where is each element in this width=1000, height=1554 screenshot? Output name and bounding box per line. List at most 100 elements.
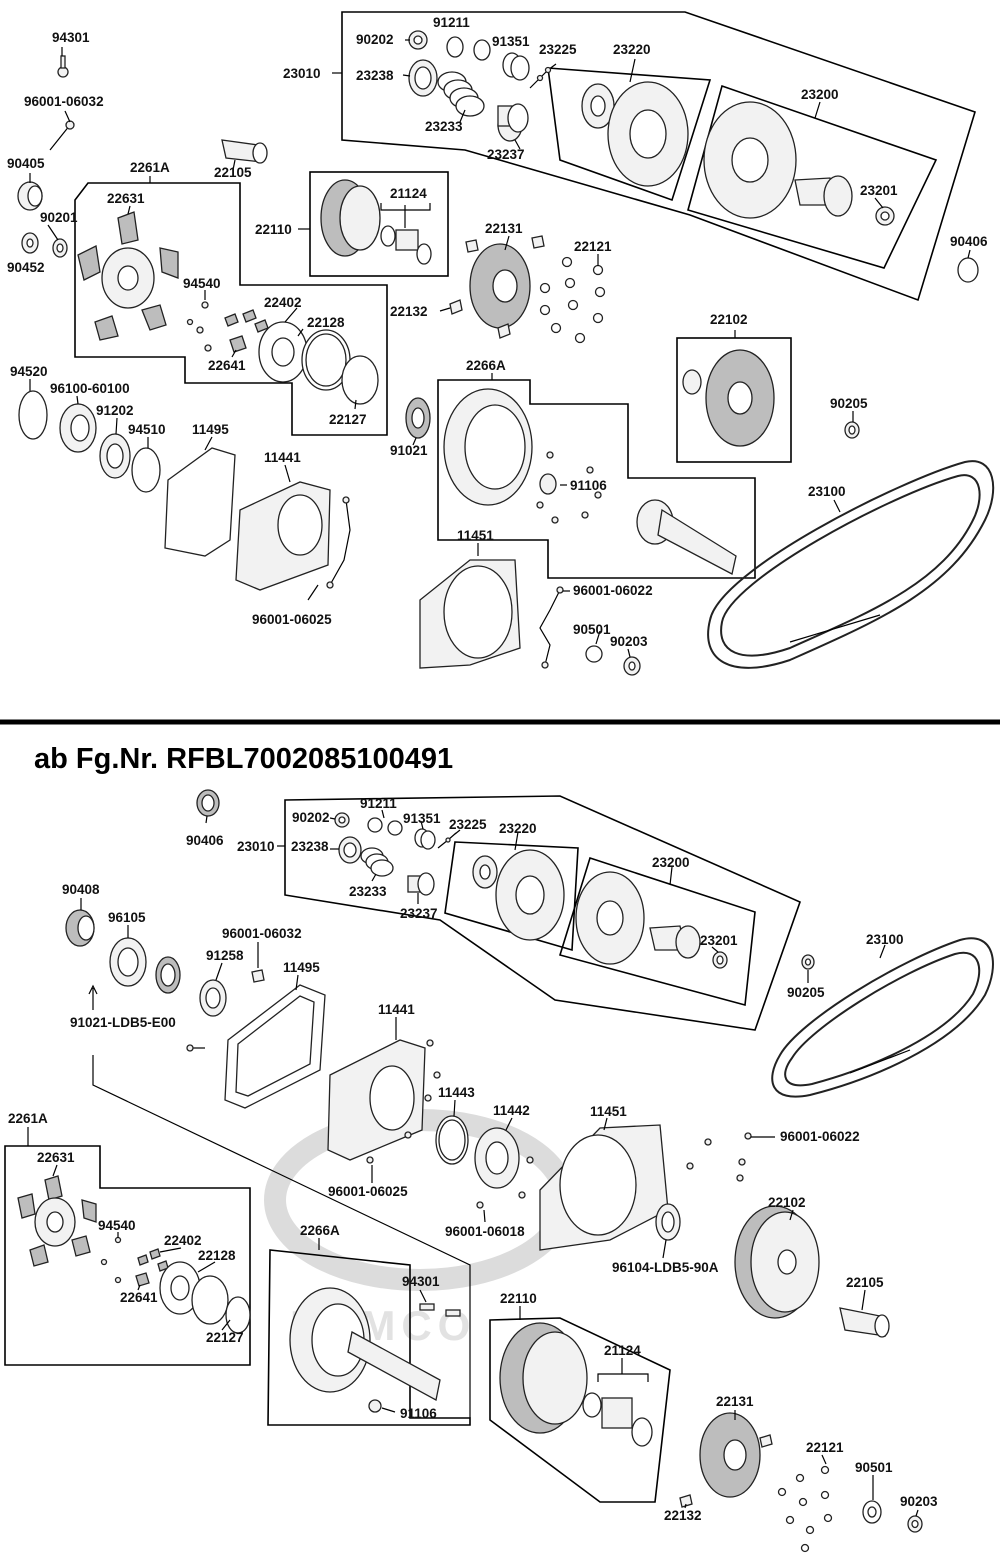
upper-label-91351: 91351: [492, 34, 530, 49]
upper-label-22105: 22105: [214, 165, 252, 180]
upper-label-11495: 11495: [192, 422, 229, 437]
upper-part-90452: [21, 232, 39, 254]
upper-part-2266A: [443, 388, 737, 575]
lower-part-11495: [224, 984, 326, 1109]
upper-label-2266A: 2266A: [466, 358, 506, 373]
upper-part-23201: [875, 206, 895, 226]
lower-part-22641: [135, 1272, 150, 1287]
lower-part-23225: [437, 832, 457, 849]
lower-label-90501: 90501: [855, 1460, 893, 1475]
lower-labels: 90406 23010 90202 91211 91351 23225 2322…: [8, 796, 938, 1523]
lower-part-22128: [159, 1261, 201, 1315]
upper-label-22127: 22127: [329, 412, 367, 427]
lower-part-90202: [334, 812, 350, 828]
lower-part-22110: [499, 1322, 588, 1434]
upper-label-91106: 91106: [570, 478, 607, 493]
upper-part-91211: [446, 36, 491, 61]
upper-part-23220: [581, 81, 689, 187]
lower-label-91106: 91106: [400, 1406, 437, 1421]
upper-part-2261A-hub: [101, 247, 155, 309]
lower-part-96001-06022: [686, 1132, 752, 1182]
lower-box-23200: [558, 856, 756, 1007]
lower-leader-91021-arrow: [88, 984, 98, 1010]
upper-label-22131: 22131: [485, 221, 523, 236]
lower-label-23201: 23201: [700, 933, 738, 948]
upper-part-90205: [844, 421, 860, 439]
lower-part-23233: [360, 847, 394, 877]
upper-label-22641: 22641: [208, 358, 246, 373]
upper-label-90201: 90201: [40, 210, 78, 225]
lower-part-90408: [65, 909, 95, 947]
upper-label-23225: 23225: [539, 42, 577, 57]
lower-part-23100: [771, 937, 994, 1098]
lower-label-2266A: 2266A: [300, 1223, 340, 1238]
upper-part-22121: [539, 256, 606, 344]
upper-label-90501: 90501: [573, 622, 611, 637]
upper-label-90202: 90202: [356, 32, 394, 47]
upper-label-94520: 94520: [10, 364, 48, 379]
lower-part-90203: [907, 1515, 923, 1533]
upper-part-22631: [77, 211, 179, 341]
upper-label-91211: 91211: [433, 15, 470, 30]
lower-part-90205: [801, 954, 815, 970]
upper-leaders: [29, 39, 971, 658]
upper-part-11441: [235, 481, 331, 591]
upper-label-22128: 22128: [307, 315, 345, 330]
lower-label-2261A: 2261A: [8, 1111, 48, 1126]
lower-part-22132: [679, 1434, 773, 1508]
upper-label-22110: 22110: [255, 222, 292, 237]
upper-part-90405: [17, 181, 43, 211]
upper-part-96001-06032: [49, 120, 75, 151]
lower-label-23010: 23010: [237, 839, 275, 854]
lower-part-94301: [419, 1303, 461, 1317]
upper-part-22131: [465, 235, 545, 329]
upper-part-11495: [164, 447, 236, 557]
lower-part-22127: [191, 1275, 251, 1334]
lower-box-23220: [444, 841, 579, 952]
lower-part-23237: [407, 872, 435, 896]
upper-part-23200: [703, 101, 853, 219]
lower-part-11443: [435, 1115, 469, 1165]
lower-part-11441: [327, 1039, 426, 1161]
lower-label-11441: 11441: [378, 1002, 415, 1017]
upper-label-23237: 23237: [487, 147, 525, 162]
upper-label-90405: 90405: [7, 156, 45, 171]
upper-label-91202: 91202: [96, 403, 134, 418]
upper-part-91351: [502, 52, 530, 81]
upper-part-11451: [419, 559, 521, 669]
lower-part-11451: [539, 1124, 669, 1251]
lower-label-96001-06018: 96001-06018: [445, 1224, 525, 1239]
lower-part-roller-bearing: [155, 956, 181, 994]
lower-label-23225: 23225: [449, 817, 487, 832]
upper-label-11441: 11441: [264, 450, 301, 465]
lower-label-22631: 22631: [37, 1150, 75, 1165]
upper-box-23220: [547, 67, 712, 202]
upper-part-21124: [380, 225, 432, 265]
lower-part-96001-06032: [186, 969, 265, 1052]
lower-label-22121: 22121: [806, 1440, 844, 1455]
lower-part-90501: [862, 1500, 882, 1524]
lower-part-2261A-hub: [34, 1197, 76, 1247]
lower-label-90203: 90203: [900, 1494, 938, 1509]
upper-label-21124: 21124: [390, 186, 427, 201]
lower-box-2261A: [4, 1145, 251, 1366]
upper-part-94540: [186, 301, 212, 352]
upper-part-96100-60100: [59, 403, 97, 453]
lower-part-91211: [367, 817, 403, 836]
lower-label-91211: 91211: [360, 796, 397, 811]
upper-part-23237: [497, 103, 529, 142]
lower-part-91106: [368, 1399, 382, 1413]
upper-part-22110: [320, 179, 381, 257]
lower-part-23200: [575, 871, 701, 965]
upper-box-2266A: [437, 379, 756, 579]
upper-label-22121: 22121: [574, 239, 612, 254]
upper-part-2266A-bolts: [536, 451, 602, 524]
lower-part-22102: [734, 1205, 820, 1319]
upper-part-91021: [405, 397, 431, 439]
upper-label-90205: 90205: [830, 396, 868, 411]
lower-label-22127: 22127: [206, 1330, 244, 1345]
upper-label-22402: 22402: [264, 295, 302, 310]
lower-label-22641: 22641: [120, 1290, 158, 1305]
upper-part-22402: [224, 309, 269, 333]
